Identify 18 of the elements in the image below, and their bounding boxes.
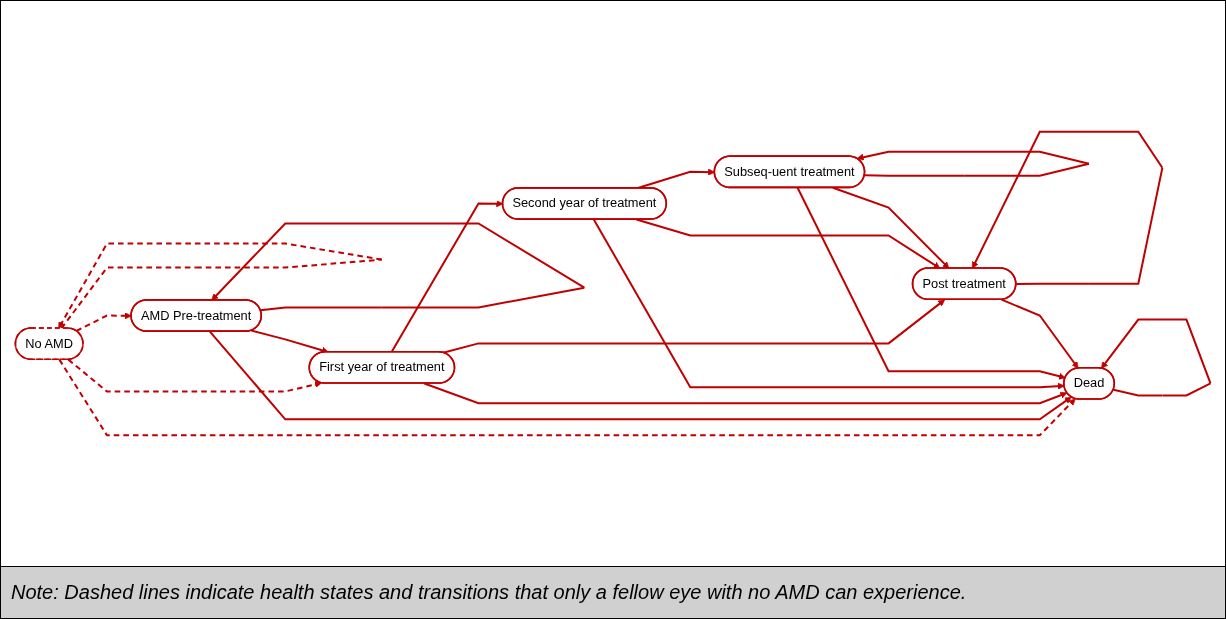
arrow [250, 329, 329, 354]
arrow [856, 150, 1090, 177]
arrow [592, 218, 1065, 390]
arrow [635, 218, 941, 269]
arrow [58, 358, 1076, 437]
arrow [972, 130, 1164, 286]
caption: Note: Dashed lines indicate health states and transitions that only a fellow eye with no AMD can experience. [1, 566, 1225, 618]
arrow [1000, 298, 1079, 369]
arrow [75, 312, 132, 332]
arrow [58, 242, 383, 330]
arrow [211, 222, 586, 312]
arrow [1101, 318, 1212, 397]
arrow [442, 299, 946, 354]
arrow [423, 382, 1068, 405]
arrow [831, 186, 950, 269]
arrow [67, 358, 322, 393]
arrow [796, 186, 1066, 380]
arrow [208, 330, 1072, 421]
